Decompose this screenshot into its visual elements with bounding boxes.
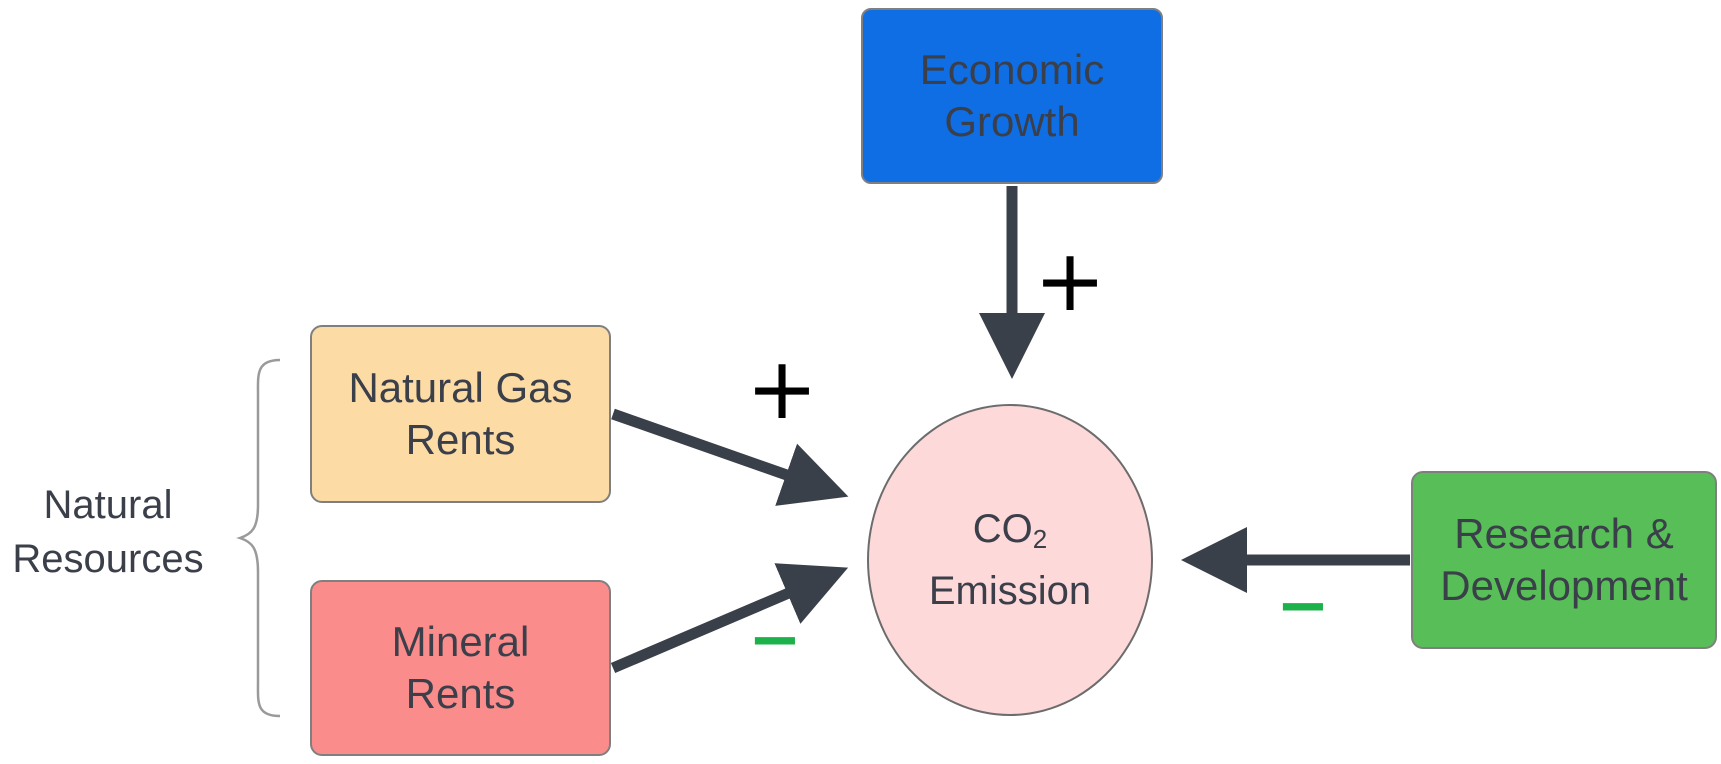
sign-mineral-rents: − [748,603,802,677]
natural-resources-line1: Natural [43,483,173,527]
co2-emission-node: CO2 Emission [867,404,1153,716]
natural-resources-label: Natural Resources [0,478,216,586]
natural-gas-rents-line1: Natural Gas [348,364,573,411]
research-development-node: Research & Development [1411,471,1717,649]
research-development-line2: Development [1440,562,1688,609]
sign-research-development: − [1276,569,1330,643]
mineral-rents-line1: Mineral [391,618,530,665]
natural-gas-rents-node: Natural Gas Rents [310,325,611,503]
economic-growth-line1: Economic [919,46,1105,93]
mineral-rents-node: Mineral Rents [310,580,611,756]
economic-growth-node: Economic Growth [861,8,1163,184]
co2-emission-line2: Emission [928,569,1092,613]
arrow-gas-to-co2 [611,408,849,506]
co2-co: CO [972,507,1033,551]
natural-gas-rents-line2: Rents [405,416,516,463]
sign-economic-growth: + [1034,231,1107,331]
sign-natural-gas-rents: + [746,339,819,439]
natural-resources-line2: Resources [12,537,204,581]
co2-subscript: 2 [1032,524,1048,554]
research-development-line1: Research & [1454,510,1674,557]
economic-growth-line2: Growth [944,98,1080,145]
arrow-mineral-to-co2 [610,563,849,674]
natural-resources-bracket [236,358,281,718]
mineral-rents-line2: Rents [405,670,516,717]
co2-label: CO2 [973,503,1047,565]
